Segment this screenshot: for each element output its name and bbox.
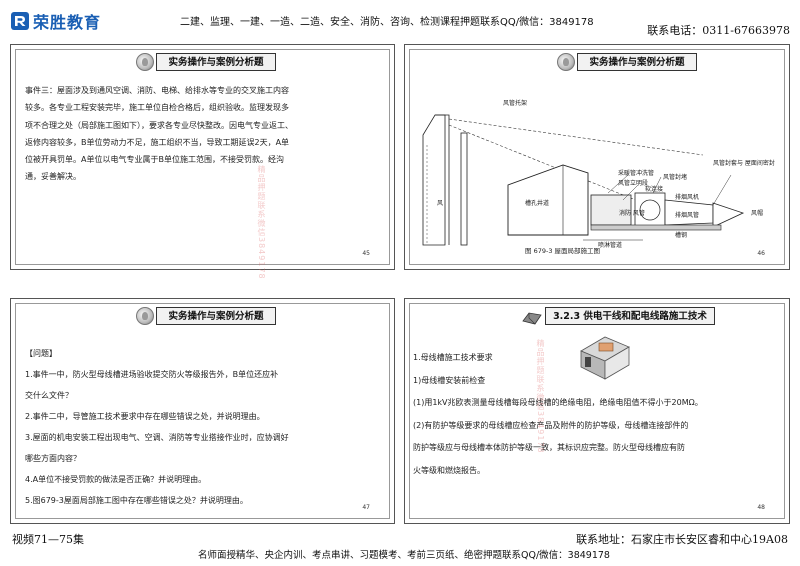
watermark: 精品押题联系微信3849178	[257, 165, 266, 280]
label-fan: 排烟风机	[675, 193, 699, 201]
figure-caption: 图 679-3 屋面局部施工图	[525, 247, 601, 255]
page-number: 45	[362, 250, 370, 257]
lightbulb-icon	[557, 53, 575, 71]
label-side: 风	[437, 200, 443, 207]
services-contact-line: 名师面授精华、央企内训、考点串讲、习题模考、考前三页纸、绝密押题联系QQ/微信：…	[198, 550, 610, 561]
label-base: 槽钢	[675, 231, 687, 239]
slide-frame	[409, 303, 785, 519]
slide-45: 实务操作与案例分析题 事件三：屋面涉及到通风空调、消防、电梯、给排水等专业的交叉…	[10, 44, 395, 280]
label-channel: 槽孔井道	[525, 199, 549, 207]
body-line: 5.图679-3屋面局部施工图中存在哪些错误之处？并说明理由。	[25, 496, 248, 505]
label-pipe2: 风管立明段	[618, 179, 648, 187]
brand-logo: 荣胜教育	[10, 10, 101, 32]
body-line: (2)有防护等级要求的母线槽应检查产品及附件的防护等级，母线槽连接部件的	[413, 420, 689, 430]
label-shaft-note: 风管封套与 屋面间密封	[713, 159, 775, 167]
watermark: 精品押题联系微信3849178	[536, 339, 545, 454]
body-line: 火等级和燃烧报告。	[413, 465, 485, 475]
label-sprinkler: 喷淋管道	[598, 241, 622, 249]
busbar-icon	[522, 312, 542, 325]
body-line: 事件三：屋面涉及到通风空调、消防、电梯、给排水等专业的交叉施工内容	[25, 86, 289, 95]
contact-address: 联系地址：石家庄市长安区睿和中心19A08	[576, 533, 788, 546]
label-hood: 风帽	[751, 209, 763, 217]
slide-title: 3.2.3 供电干线和配电线路施工技术	[545, 307, 715, 325]
logo-mark-icon	[11, 12, 29, 30]
slide-47: 实务操作与案例分析题 【问题】 1.事件一中，防火型母线槽进场验收提交防火等级报…	[10, 298, 395, 524]
slide-title: 实务操作与案例分析题	[156, 53, 276, 71]
slide-48: 3.2.3 供电干线和配电线路施工技术 1.母线槽施工技术要求 1)母线槽安装前…	[404, 298, 790, 524]
label-duct-fix: 风管封堵	[663, 173, 687, 181]
body-line: 3.屋面的机电安装工程出现电气、空调、消防等专业搭接作业时，应协调好	[25, 433, 289, 442]
slide-frame	[15, 303, 390, 519]
body-line: 防护等级应与母线槽本体防护等级一致，其标识应完整。防火型母线槽应有防	[413, 443, 685, 453]
rooftop-construction-drawing: 风管托架 风管封堵 风管封套与 屋面间密封 风 槽孔井道 采暖管冲洗管 风管立明…	[422, 99, 775, 249]
slide-frame	[15, 49, 390, 265]
slide-title: 实务操作与案例分析题	[156, 307, 276, 325]
slide-frame	[409, 49, 785, 265]
body-line: 位被开具罚单。A单位以电气专业属于B单位施工范围，不接受罚款。经沟	[25, 155, 284, 165]
page-number: 47	[362, 504, 370, 511]
body-line: 较多。各专业工程安装完毕，施工单位自检合格后，组织验收。监理发现多	[25, 103, 289, 113]
brand-name: 荣胜教育	[33, 13, 102, 32]
page-number: 46	[757, 250, 765, 257]
body-line: 哪些方面内容？	[25, 454, 81, 463]
body-line: 返修内容较多，B单位劳动力不足，施工组织不当，导致工期延误2天，A单	[25, 137, 290, 147]
body-line: (1)用1kV兆欧表测量母线槽每段母线槽的绝缘电阻，绝缘电阻值不得小于20MΩ。	[413, 398, 703, 408]
body-line: 1.事件一中，防火型母线槽进场验收提交防火等级报告外，B单位还应补	[25, 370, 279, 379]
body-line: 交什么文件？	[25, 391, 73, 400]
label-pipe1: 采暖管冲洗管	[618, 169, 654, 177]
courses-contact-line: 二建、监理、一建、一造、二造、安全、消防、咨询、检测课程押题联系QQ/微信：38…	[180, 17, 594, 28]
body-line: 1.母线槽施工技术要求	[413, 353, 493, 362]
body-line: 【问题】	[25, 349, 57, 358]
contact-phone: 联系电话：0311-67663978	[647, 24, 790, 37]
body-line: 1)母线槽安装前检查	[413, 375, 486, 385]
slide-body: 事件三：屋面涉及到通风空调、消防、电梯、给排水等专业的交叉施工内容 较多。各专业…	[25, 82, 385, 186]
busbar-trunk-image	[580, 336, 630, 380]
slide-body: 1.母线槽施工技术要求 1)母线槽安装前检查 (1)用1kV兆欧表测量母线槽每段…	[413, 347, 743, 483]
slide-title: 实务操作与案例分析题	[577, 53, 697, 71]
slide-body: 【问题】 1.事件一中，防火型母线槽进场验收提交防火等级报告外，B单位还应补 交…	[25, 343, 385, 511]
lightbulb-icon	[136, 307, 154, 325]
lightbulb-icon	[136, 53, 154, 71]
page-number: 48	[757, 504, 765, 511]
body-line: 通，妥善解决。	[25, 172, 81, 182]
slide-46: 实务操作与案例分析题 风管托架 风管封堵 风管封套与 屋面间密封 风 槽孔井道 …	[404, 44, 790, 270]
body-line: 项不合理之处（局部施工图如下），要求各专业尽快整改。因电气专业返工、	[25, 120, 293, 130]
label-duct-support: 风管托架	[503, 99, 527, 107]
label-air: 消防 风管	[619, 209, 645, 217]
label-box: 排烟风管	[675, 211, 699, 219]
label-flex: 软连接	[645, 185, 663, 193]
video-range: 视频71—75集	[12, 533, 84, 546]
body-line: 4.A单位不接受罚款的做法是否正确？并说明理由。	[25, 475, 207, 484]
body-line: 2.事件二中，导管施工技术要求中存在哪些错误之处，并说明理由。	[25, 412, 265, 421]
